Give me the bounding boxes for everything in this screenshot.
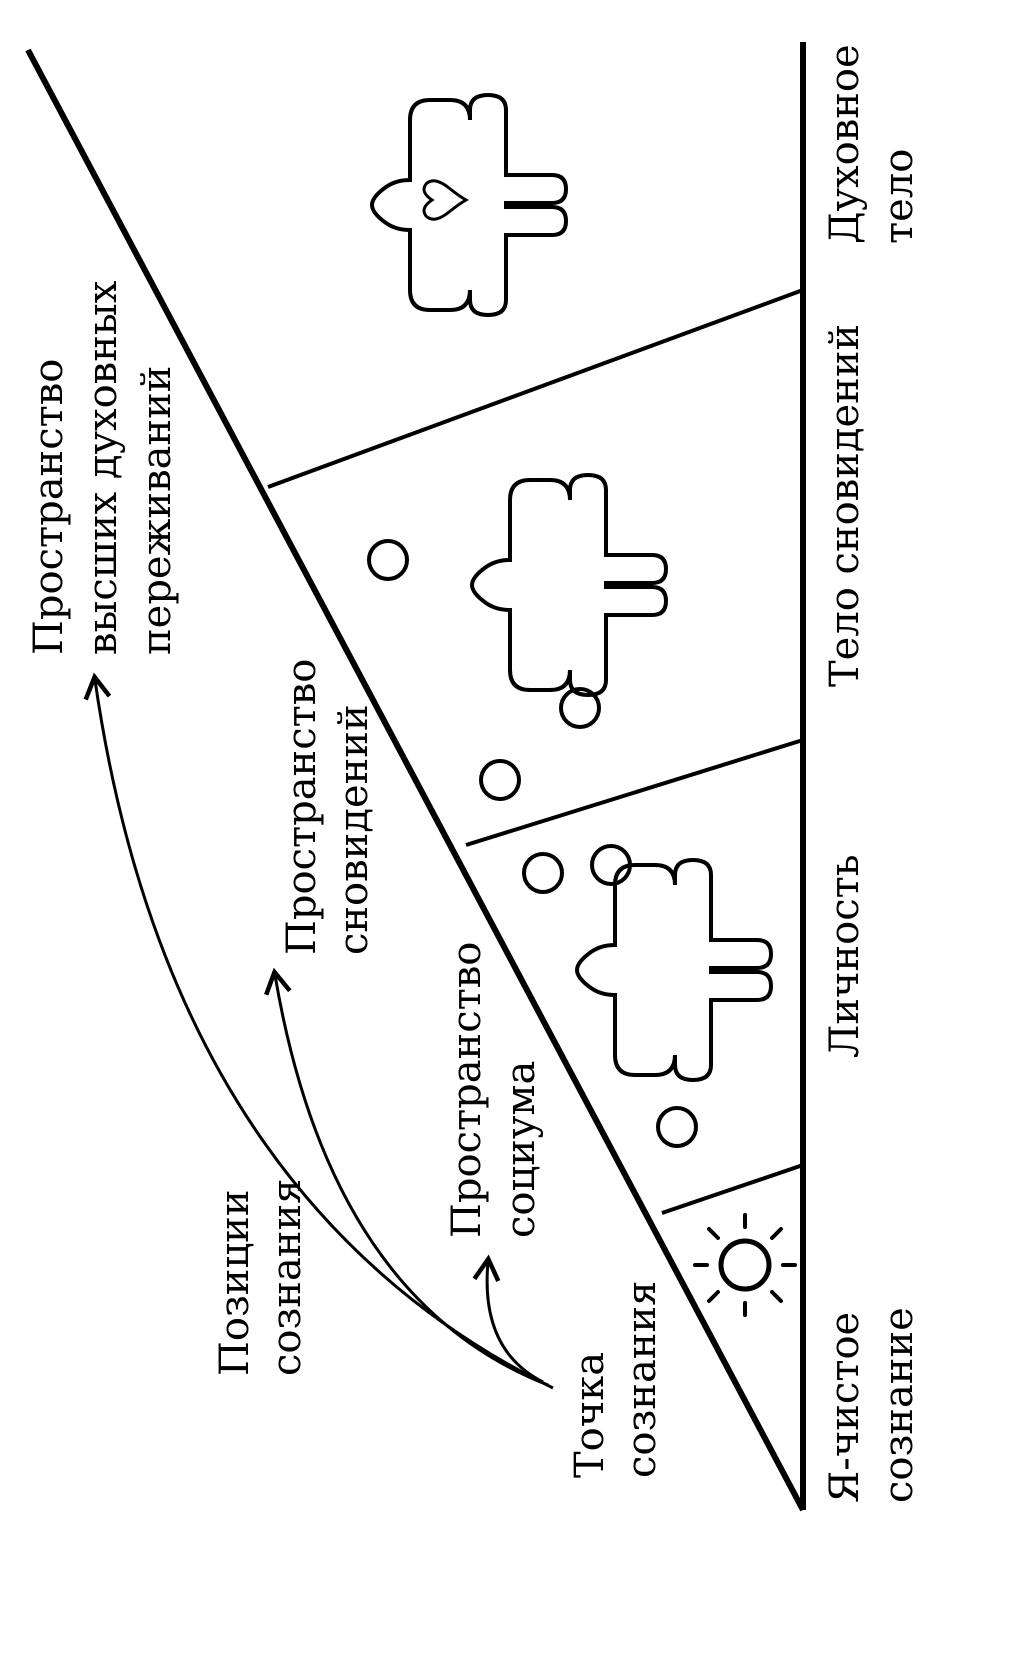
label-line: Я-чистое xyxy=(822,1312,868,1503)
divider-2 xyxy=(465,738,804,847)
label-line: Пространство xyxy=(444,942,490,1238)
arrow-to-dream-space xyxy=(264,967,549,1387)
label-society-space: Пространство социума xyxy=(444,942,544,1238)
label-line: сновидений xyxy=(331,704,377,955)
circle-icon xyxy=(479,759,521,801)
label-positions: Позиции сознания xyxy=(212,1179,310,1376)
label-line: высших духовных xyxy=(80,280,126,655)
person-icon-personality xyxy=(575,858,773,1082)
diagonal-line xyxy=(25,48,806,1512)
label-dream-body: Тело сновидений xyxy=(822,324,868,687)
label-self-pure: Я-чистое сознание xyxy=(822,1307,922,1503)
circle-icon xyxy=(522,852,564,894)
label-higher-space: Пространство высших духовных переживаний xyxy=(26,280,180,655)
heart-icon xyxy=(422,179,470,221)
person-heart-icon xyxy=(370,93,568,317)
label-line: Позиции xyxy=(212,1190,258,1376)
circle-icon xyxy=(367,539,409,581)
diagram-frame xyxy=(25,42,806,1512)
divider-3 xyxy=(661,1163,804,1215)
consciousness-arrows xyxy=(83,672,554,1390)
label-line: сознания xyxy=(619,1281,665,1478)
label-line: тело xyxy=(876,149,922,244)
arrow-to-society-space xyxy=(472,1254,544,1384)
sun-icon xyxy=(693,1213,797,1317)
label-personality: Личность xyxy=(822,854,868,1058)
label-line: сознание xyxy=(876,1307,922,1503)
divider-1 xyxy=(267,288,804,489)
label-line: Точка xyxy=(567,1352,613,1478)
label-line: Пространство xyxy=(26,359,72,655)
circle-icon xyxy=(656,1106,698,1148)
person-icon-dream-body xyxy=(470,473,668,697)
label-dream-space: Пространство сновидений xyxy=(279,659,377,955)
circle-icon xyxy=(590,844,632,886)
label-line: Духовное xyxy=(822,44,868,244)
label-line: переживаний xyxy=(134,366,180,655)
label-line: Пространство xyxy=(279,659,325,955)
spirit-circles xyxy=(367,539,698,1148)
label-line: сознания xyxy=(264,1179,310,1376)
label-point: Точка сознания xyxy=(567,1281,665,1478)
label-line: социума xyxy=(498,1061,544,1238)
circle-icon xyxy=(559,687,601,729)
label-spirit-body: Духовное тело xyxy=(822,44,922,244)
